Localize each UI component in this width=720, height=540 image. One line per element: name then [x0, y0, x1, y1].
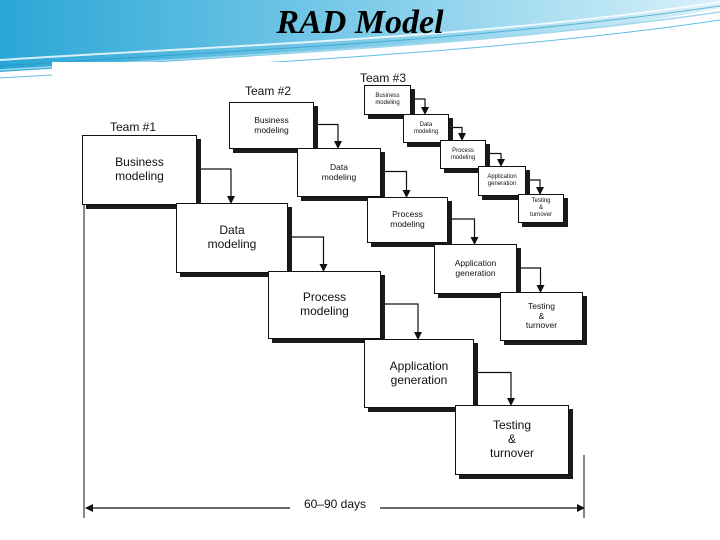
team-2-phase-box: Testing & turnover: [500, 292, 583, 341]
team-1-phase-box: Data modeling: [176, 203, 288, 273]
team-3-phase-box: Business modeling: [364, 85, 411, 115]
team-2-phase-box: Application generation: [434, 244, 517, 294]
team-2-phase-box: Data modeling: [297, 148, 381, 197]
team-3-label: Team #3: [360, 71, 407, 85]
team-2-phase-box: Business modeling: [229, 102, 314, 149]
team-3-phase-box: Process modeling: [440, 140, 486, 169]
slide-title: RAD Model: [276, 4, 444, 41]
team-1-phase-box: Testing & turnover: [455, 405, 569, 475]
team-3-phase-box: Application generation: [478, 166, 526, 196]
team-1-phase-box: Application generation: [364, 339, 474, 408]
team-1-phase-box: Business modeling: [82, 135, 197, 205]
team-3-phase-box: Data modeling: [403, 114, 449, 143]
timeline-label: 60–90 days: [290, 497, 380, 511]
team-1-phase-box: Process modeling: [268, 271, 381, 339]
team-1-label: Team #1: [110, 120, 157, 134]
team-3-phase-box: Testing & turnover: [518, 194, 564, 223]
team-2-phase-box: Process modeling: [367, 197, 448, 243]
team-2-label: Team #2: [245, 84, 292, 98]
